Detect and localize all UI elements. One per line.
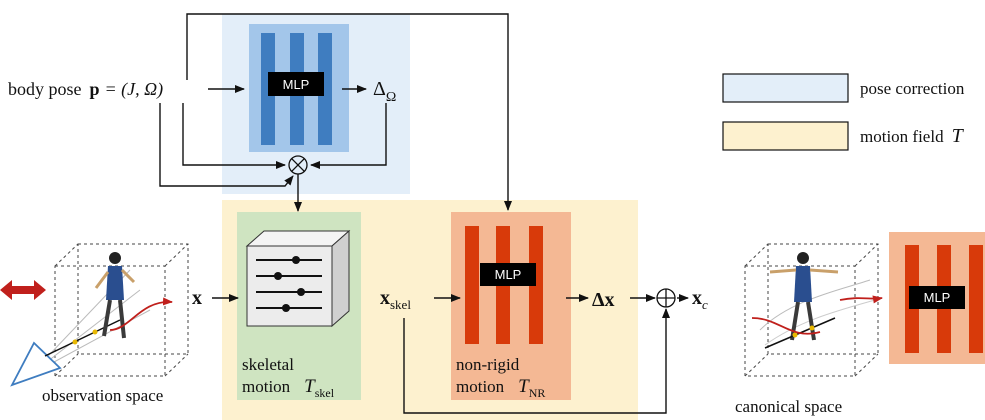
oplus-operator [656, 288, 676, 308]
var-x-skel: xskel [380, 287, 411, 312]
nonrigid-mlp-label: MLP [495, 267, 522, 282]
canonical-space-label: canonical space [735, 397, 842, 416]
var-x: x [192, 287, 202, 309]
canonical-mlp-label: MLP [924, 290, 951, 305]
pose-mlp-label: MLP [283, 77, 310, 92]
legend-swatch-motion [722, 121, 849, 151]
legend-swatch-pose [722, 73, 849, 103]
nonrigid-line1: non-rigid [456, 355, 520, 374]
pose-arrows [159, 13, 512, 212]
legend-pose-correction: pose correction [860, 79, 965, 98]
var-delta-x: Δx [592, 289, 615, 311]
double-arrow [0, 280, 46, 300]
observation-cube [10, 243, 189, 387]
nonrigid-mlp: MLP [465, 226, 543, 344]
observation-person [94, 252, 136, 339]
observation-space-label: observation space [42, 386, 163, 405]
delta-omega-label: ΔΩ [373, 78, 396, 105]
canonical-mlp: MLP [889, 232, 985, 364]
pipeline-arrows [212, 294, 689, 414]
pose-correction-mlp: MLP [249, 24, 349, 152]
skeletal-line1: skeletal [242, 355, 294, 374]
var-x-c: xc [692, 287, 708, 312]
skeletal-motion-cube [245, 229, 351, 328]
canonical-cube [744, 243, 883, 377]
canonical-person [769, 252, 839, 341]
